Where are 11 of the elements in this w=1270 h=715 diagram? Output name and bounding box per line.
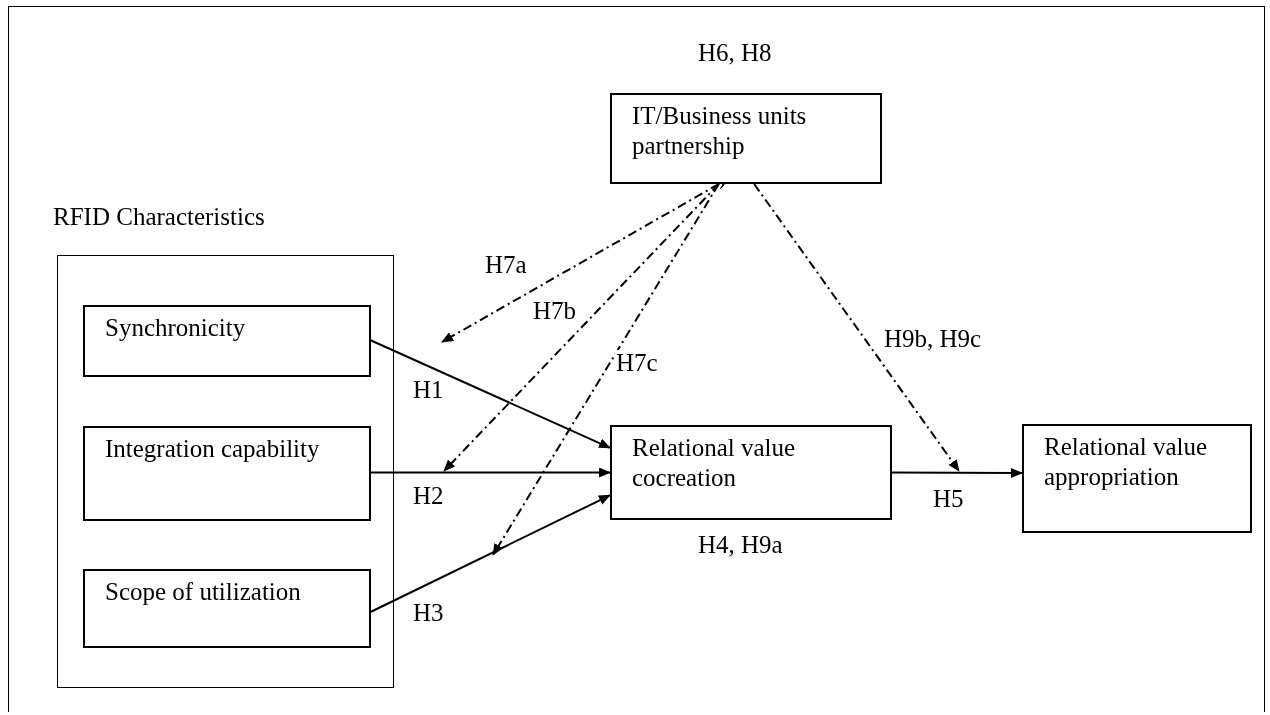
- hypothesis-label: H6, H8: [698, 39, 772, 67]
- concept-box: Relational value appropriation: [1022, 424, 1252, 533]
- group-heading: RFID Characteristics: [53, 203, 265, 231]
- concept-box: Scope of utilization: [83, 569, 371, 648]
- dash-dot-arrow: [753, 183, 960, 472]
- arrow: [891, 468, 1023, 478]
- concept-box: Relational value cocreation: [610, 425, 892, 520]
- hypothesis-label: H4, H9a: [698, 531, 783, 559]
- concept-box: Synchronicity: [83, 305, 371, 377]
- concept-box: Integration capability: [83, 426, 371, 521]
- concept-box: IT/Business units partnership: [610, 93, 882, 184]
